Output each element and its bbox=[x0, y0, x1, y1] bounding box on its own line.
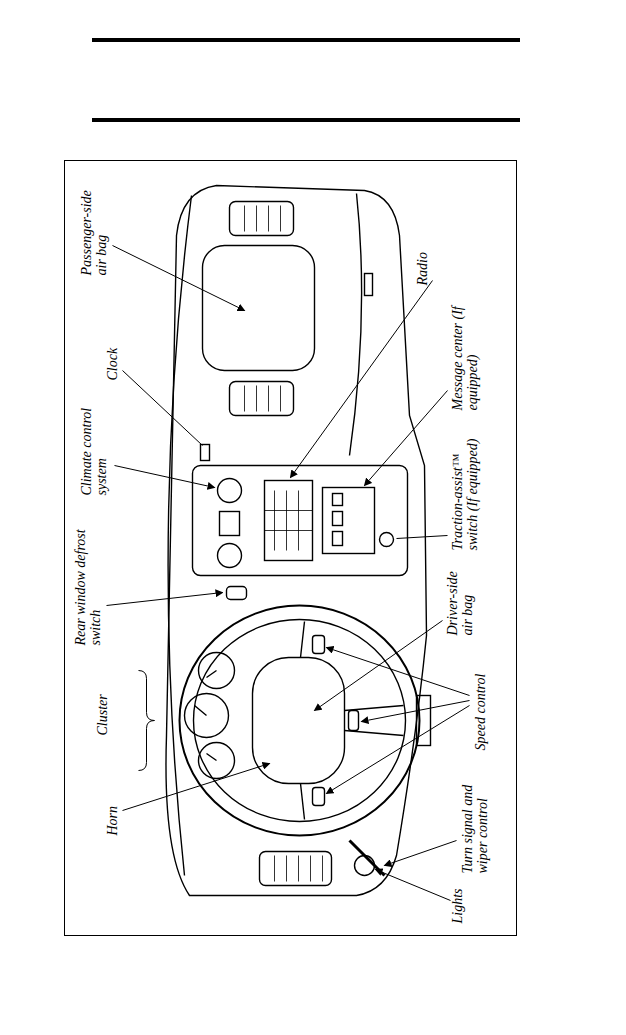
wheel-spokes bbox=[300, 621, 403, 819]
leader-line bbox=[326, 705, 469, 793]
defrost-switch bbox=[226, 586, 246, 599]
message-key bbox=[332, 511, 342, 525]
part-label: Driver-side air bag bbox=[444, 553, 474, 635]
leader-line bbox=[396, 535, 447, 538]
part-label: Passenger-side air bag bbox=[78, 170, 108, 275]
part-label: Cluster bbox=[94, 665, 109, 735]
wheel-hub bbox=[252, 657, 344, 783]
leader-line bbox=[361, 700, 469, 721]
traction-switch bbox=[379, 532, 393, 546]
header-rule bbox=[92, 38, 520, 42]
part-label: Speed control bbox=[472, 640, 487, 750]
center-vent bbox=[229, 381, 293, 415]
rotated-figure: Passenger-side air bagClockClimate contr… bbox=[64, 160, 516, 935]
leader-lines bbox=[106, 245, 469, 900]
message-center bbox=[322, 487, 374, 553]
part-label: Turn signal and wiper control bbox=[459, 763, 489, 873]
leader-line bbox=[384, 840, 456, 865]
speed-button bbox=[312, 787, 324, 805]
part-label: Radio bbox=[414, 225, 429, 285]
leader-line bbox=[364, 390, 447, 485]
part-label: Rear window defrost switch bbox=[72, 513, 102, 645]
climate-knob bbox=[217, 478, 241, 502]
glovebox-line bbox=[349, 193, 361, 455]
leader-line bbox=[112, 245, 244, 310]
part-label: Horn bbox=[104, 785, 119, 835]
leader-line bbox=[375, 869, 450, 900]
vent-slats bbox=[244, 205, 280, 231]
cluster-brace bbox=[138, 670, 154, 770]
turn-signal-stalk bbox=[349, 840, 384, 875]
climate-knob bbox=[217, 543, 241, 567]
vent-slats bbox=[274, 855, 322, 881]
leader-line bbox=[114, 465, 214, 487]
radio-buttons bbox=[264, 490, 312, 550]
part-label: Climate control system bbox=[78, 383, 108, 495]
vent-slats bbox=[244, 385, 280, 411]
dashboard-illustration bbox=[64, 160, 516, 935]
part-label: Lights bbox=[449, 868, 464, 923]
right-vent bbox=[229, 201, 293, 235]
dash-outline bbox=[165, 185, 426, 895]
center-stack bbox=[192, 465, 407, 575]
windshield-edge bbox=[168, 195, 191, 875]
leader-line bbox=[326, 647, 469, 695]
clock bbox=[200, 444, 209, 460]
message-key bbox=[332, 493, 342, 505]
part-label: Traction-assist™ switch (If equipped) bbox=[449, 418, 479, 550]
leader-line bbox=[122, 370, 202, 445]
leader-line bbox=[106, 592, 222, 605]
leader-line bbox=[122, 763, 269, 810]
leader-line bbox=[290, 280, 432, 477]
passenger-airbag-door bbox=[202, 245, 314, 370]
steering-wheel-inner bbox=[193, 619, 405, 821]
part-label: Clock bbox=[104, 320, 119, 380]
steering-wheel bbox=[179, 605, 419, 835]
radio bbox=[264, 480, 312, 560]
left-vent bbox=[259, 851, 331, 885]
climate-panel bbox=[219, 511, 239, 535]
part-label: Message center (If equipped) bbox=[449, 300, 479, 410]
speed-button bbox=[348, 710, 358, 730]
light-switch bbox=[354, 855, 374, 875]
header-rule bbox=[92, 118, 520, 122]
message-key bbox=[332, 531, 342, 545]
glovebox-latch bbox=[364, 273, 372, 295]
speed-button bbox=[312, 635, 324, 653]
